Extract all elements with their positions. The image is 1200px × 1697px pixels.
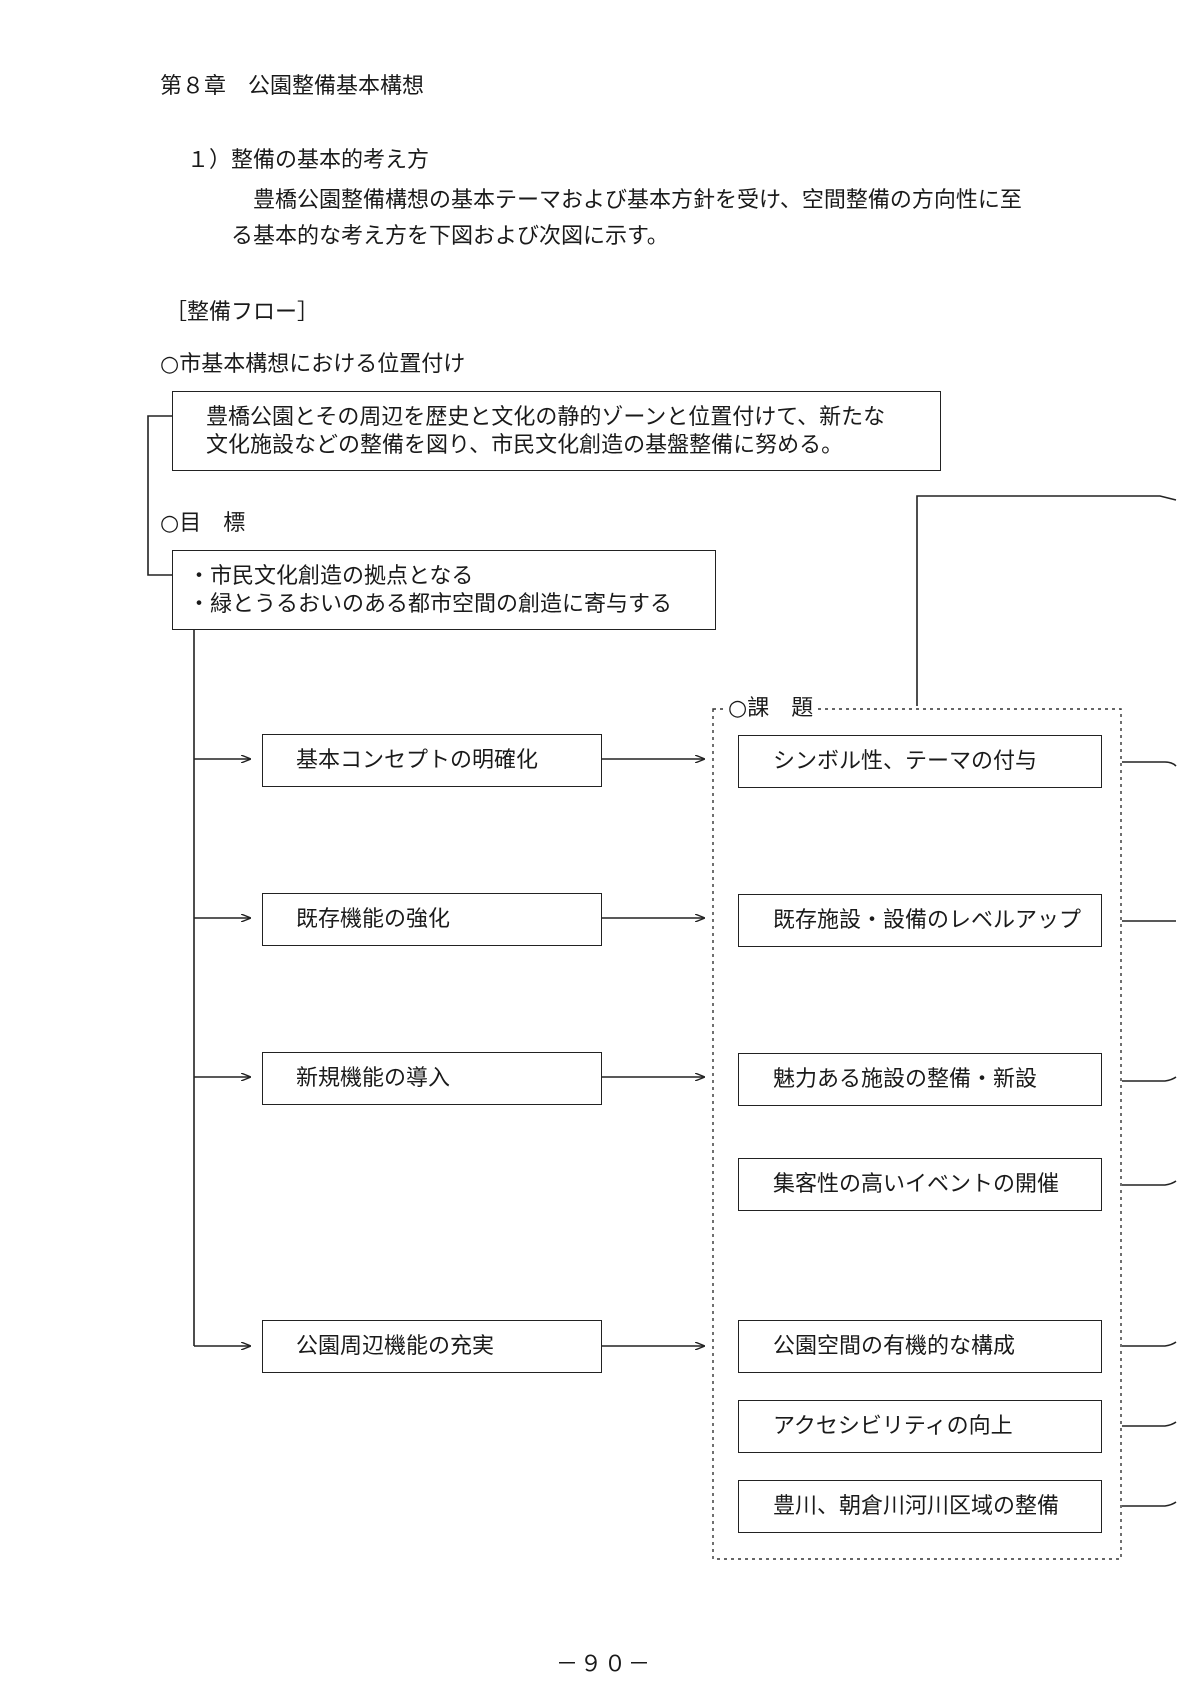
issue-stub-3 — [1122, 1076, 1177, 1082]
positioning-text-line-1: 豊橋公園とその周辺を歴史と文化の静的ゾーンと位置付けて、新たな — [206, 405, 886, 430]
section-body-line-1: 豊橋公園整備構想の基本テーマおよび基本方針を受け、空間整備の方向性に至 — [253, 188, 1022, 213]
issue-box: 魅力ある施設の整備・新設 — [738, 1053, 1102, 1106]
issue-stub-7 — [1122, 1501, 1177, 1507]
issue-label: 公園空間の有機的な構成 — [773, 1334, 1016, 1359]
issue-box: 公園空間の有機的な構成 — [738, 1320, 1102, 1373]
flow-title: ［整備フロー］ — [165, 300, 320, 325]
chapter-title: 第８章 公園整備基本構想 — [160, 74, 425, 99]
issues-heading: ○課 題 — [725, 698, 817, 720]
issue-box: シンボル性、テーマの付与 — [738, 735, 1102, 788]
issues-group-border — [712, 708, 1122, 1560]
positioning-text-line-2: 文化施設などの整備を図り、市民文化創造の基盤整備に努める。 — [206, 433, 844, 458]
action-label: 基本コンセプトの明確化 — [296, 748, 539, 773]
issue-stub-4 — [1122, 1180, 1177, 1186]
issue-box: 既存施設・設備のレベルアップ — [738, 894, 1102, 947]
issue-label: アクセシビリティの向上 — [773, 1414, 1013, 1439]
action-box: 基本コンセプトの明確化 — [262, 734, 602, 787]
section-heading: １）整備の基本的考え方 — [187, 148, 430, 173]
issue-box: 豊川、朝倉川河川区域の整備 — [738, 1480, 1102, 1533]
action-box: 公園周辺機能の充実 — [262, 1320, 602, 1373]
issue-label: 既存施設・設備のレベルアップ — [773, 908, 1082, 933]
action-label: 既存機能の強化 — [296, 907, 451, 932]
page-number: －９０－ — [556, 1652, 653, 1677]
issue-box: アクセシビリティの向上 — [738, 1400, 1102, 1453]
issue-label: シンボル性、テーマの付与 — [773, 749, 1038, 774]
issue-stub-6 — [1122, 1421, 1177, 1427]
goal-text-line-2: ・緑とうるおいのある都市空間の創造に寄与する — [188, 592, 673, 617]
issue-label: 豊川、朝倉川河川区域の整備 — [773, 1494, 1060, 1519]
goal-box: ・市民文化創造の拠点となる ・緑とうるおいのある都市空間の創造に寄与する — [172, 550, 716, 630]
issue-stub-1 — [1122, 761, 1177, 767]
goal-text-line-1: ・市民文化創造の拠点となる — [188, 564, 474, 589]
bracket-line — [147, 415, 172, 576]
action-label: 公園周辺機能の充実 — [296, 1334, 495, 1359]
positioning-heading: ○市基本構想における位置付け — [160, 352, 466, 377]
action-label: 新規機能の導入 — [296, 1066, 451, 1091]
section-body-line-2: る基本的な考え方を下図および次図に示す。 — [231, 224, 669, 249]
action-box: 既存機能の強化 — [262, 893, 602, 946]
issue-label: 集客性の高いイベントの開催 — [773, 1172, 1060, 1197]
issue-stub-5 — [1122, 1341, 1177, 1347]
issue-box: 集客性の高いイベントの開催 — [738, 1158, 1102, 1211]
goal-heading: ○目 標 — [160, 511, 246, 536]
issue-label: 魅力ある施設の整備・新設 — [773, 1067, 1038, 1092]
positioning-box: 豊橋公園とその周辺を歴史と文化の静的ゾーンと位置付けて、新たな 文化施設などの整… — [172, 391, 941, 471]
action-box: 新規機能の導入 — [262, 1052, 602, 1105]
continuation-line — [916, 495, 1177, 706]
